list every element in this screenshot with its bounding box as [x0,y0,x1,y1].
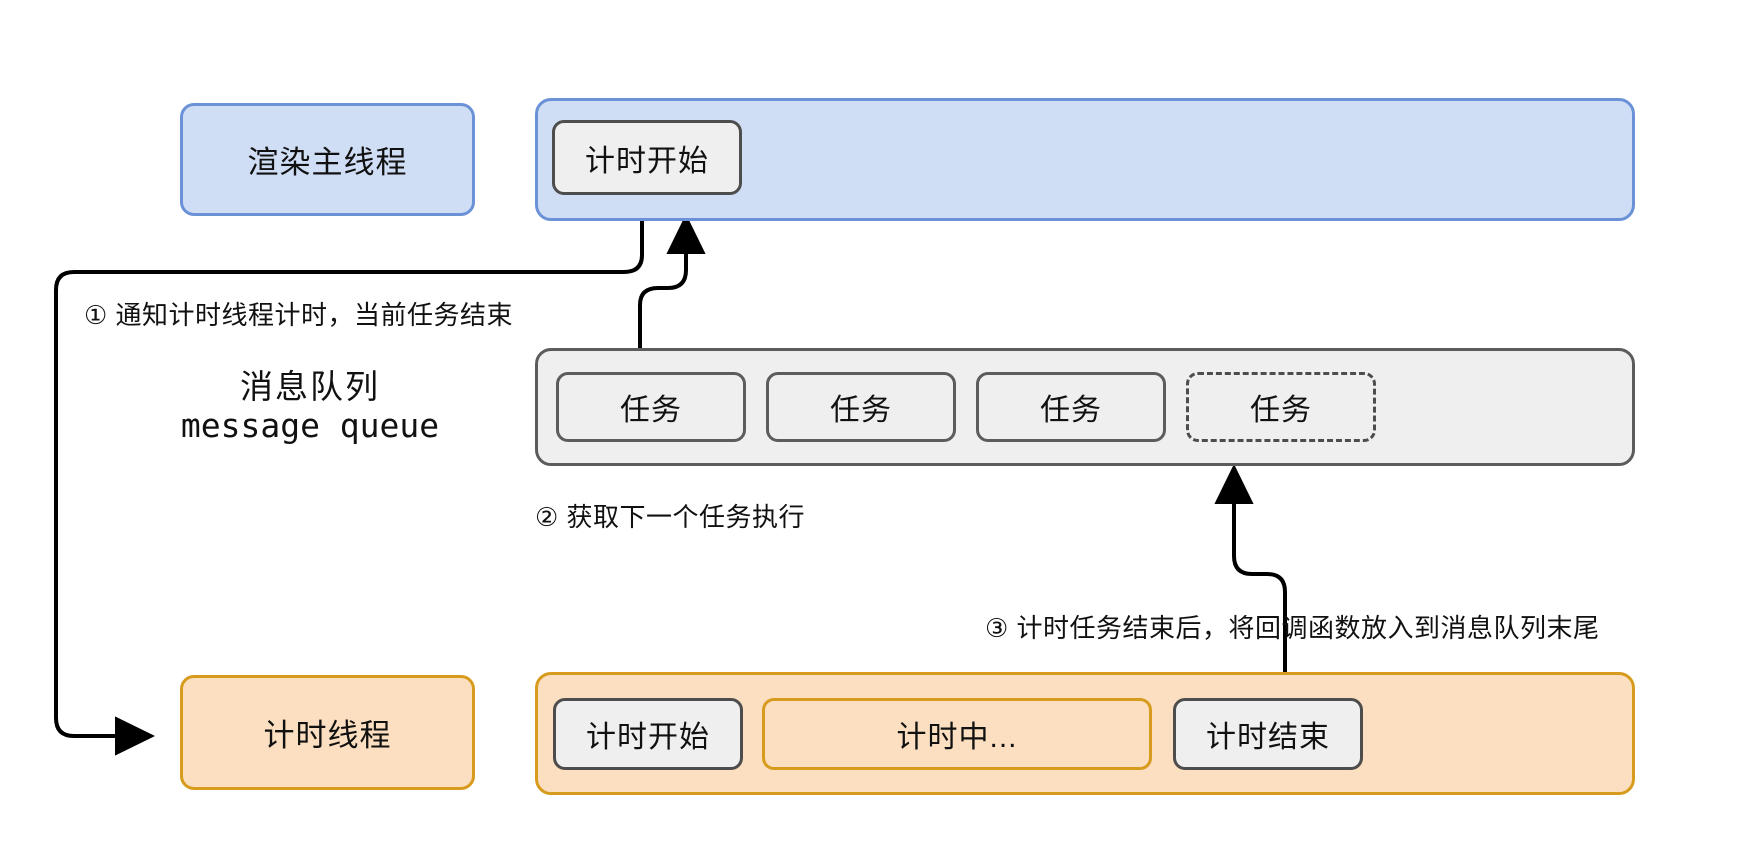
chip-label: 计时结束 [1206,721,1330,754]
chip-main-thread-timer-start[interactable]: 计时开始 [552,120,742,195]
connector-step3 [1214,464,1287,700]
chip-label: 计时中... [896,721,1018,754]
lane-label-main-thread: 渲染主线程 [180,103,475,216]
note-step2: ② 获取下一个任务执行 [535,502,806,532]
chip-timer-end[interactable]: 计时结束 [1173,698,1363,770]
lane-label-timer-thread-text: 计时线程 [263,718,392,753]
chip-timer-running[interactable]: 计时中... [762,698,1152,770]
chip-label: 任务 [830,394,892,427]
note-step1: ① 通知计时线程计时，当前任务结束 [84,300,514,330]
message-queue-title-cn: 消息队列 [240,368,380,405]
note-step3: ③ 计时任务结束后，将回调函数放入到消息队列末尾 [985,613,1600,643]
chip-label: 任务 [1040,394,1102,427]
chip-queue-task-2[interactable]: 任务 [766,372,956,442]
lane-label-timer-thread: 计时线程 [180,675,475,790]
chip-timer-start[interactable]: 计时开始 [553,698,743,770]
chip-queue-task-1[interactable]: 任务 [556,372,746,442]
chip-label: 计时开始 [586,721,710,754]
chip-label: 计时开始 [585,144,709,178]
connector-step2 [638,214,706,348]
lane-label-main-thread-text: 渲染主线程 [247,145,408,180]
chip-label: 任务 [1250,394,1312,427]
chip-label: 任务 [620,394,682,427]
lane-label-message-queue: 消息队列 message queue [130,368,490,446]
message-queue-title-en: message queue [180,405,440,445]
chip-queue-task-4-pending[interactable]: 任务 [1186,372,1376,442]
chip-queue-task-3[interactable]: 任务 [976,372,1166,442]
